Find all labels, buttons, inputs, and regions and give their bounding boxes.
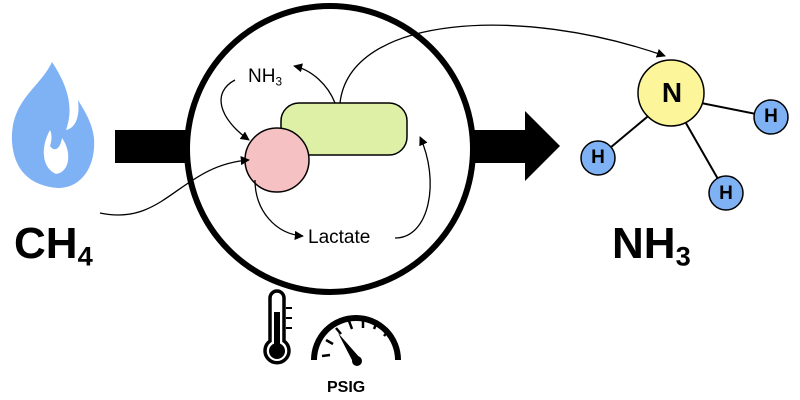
internal-nh3-subscript: 3 [275,75,282,89]
thermometer-icon [263,289,292,365]
product-formula-main: NH [612,219,676,268]
reactant-formula-label: CH4 [14,219,93,270]
product-formula-subscript: 3 [675,240,691,272]
lactate-production-arrow [254,179,304,240]
internal-nh3-main: NH [248,66,276,87]
hydrogen-atom-circle [708,175,744,211]
lactate-label: Lactate [308,227,371,248]
pressure-gauge-icon [311,315,401,366]
reactant-formula-main: CH [14,219,78,268]
hydrogen-atom-label: H [591,147,605,168]
hydrogen-atom-label: H [764,106,778,127]
reactant-formula-subscript: 4 [77,240,93,272]
pressure-unit-label: PSIG [327,379,366,396]
hydrogen-atom-circle [753,99,789,135]
product-formula-label: NH3 [612,219,691,270]
hydrogen-atom-circle [580,140,616,176]
nh3-export-arrow [339,24,666,104]
nh3-release-arrow [293,63,336,104]
lactate-uptake-arrow [394,136,431,239]
nitrogen-atom-label: N [661,77,683,108]
methane-uptake-arrow [99,156,250,216]
ammonia-molecule [580,59,789,211]
flame-icon [11,62,95,188]
hydrogen-atom-label: H [719,183,733,204]
internal-nh3-label: NH3 [248,66,282,89]
nitrogen-atom-circle [637,59,705,127]
nh3-uptake-arrow [220,79,250,141]
